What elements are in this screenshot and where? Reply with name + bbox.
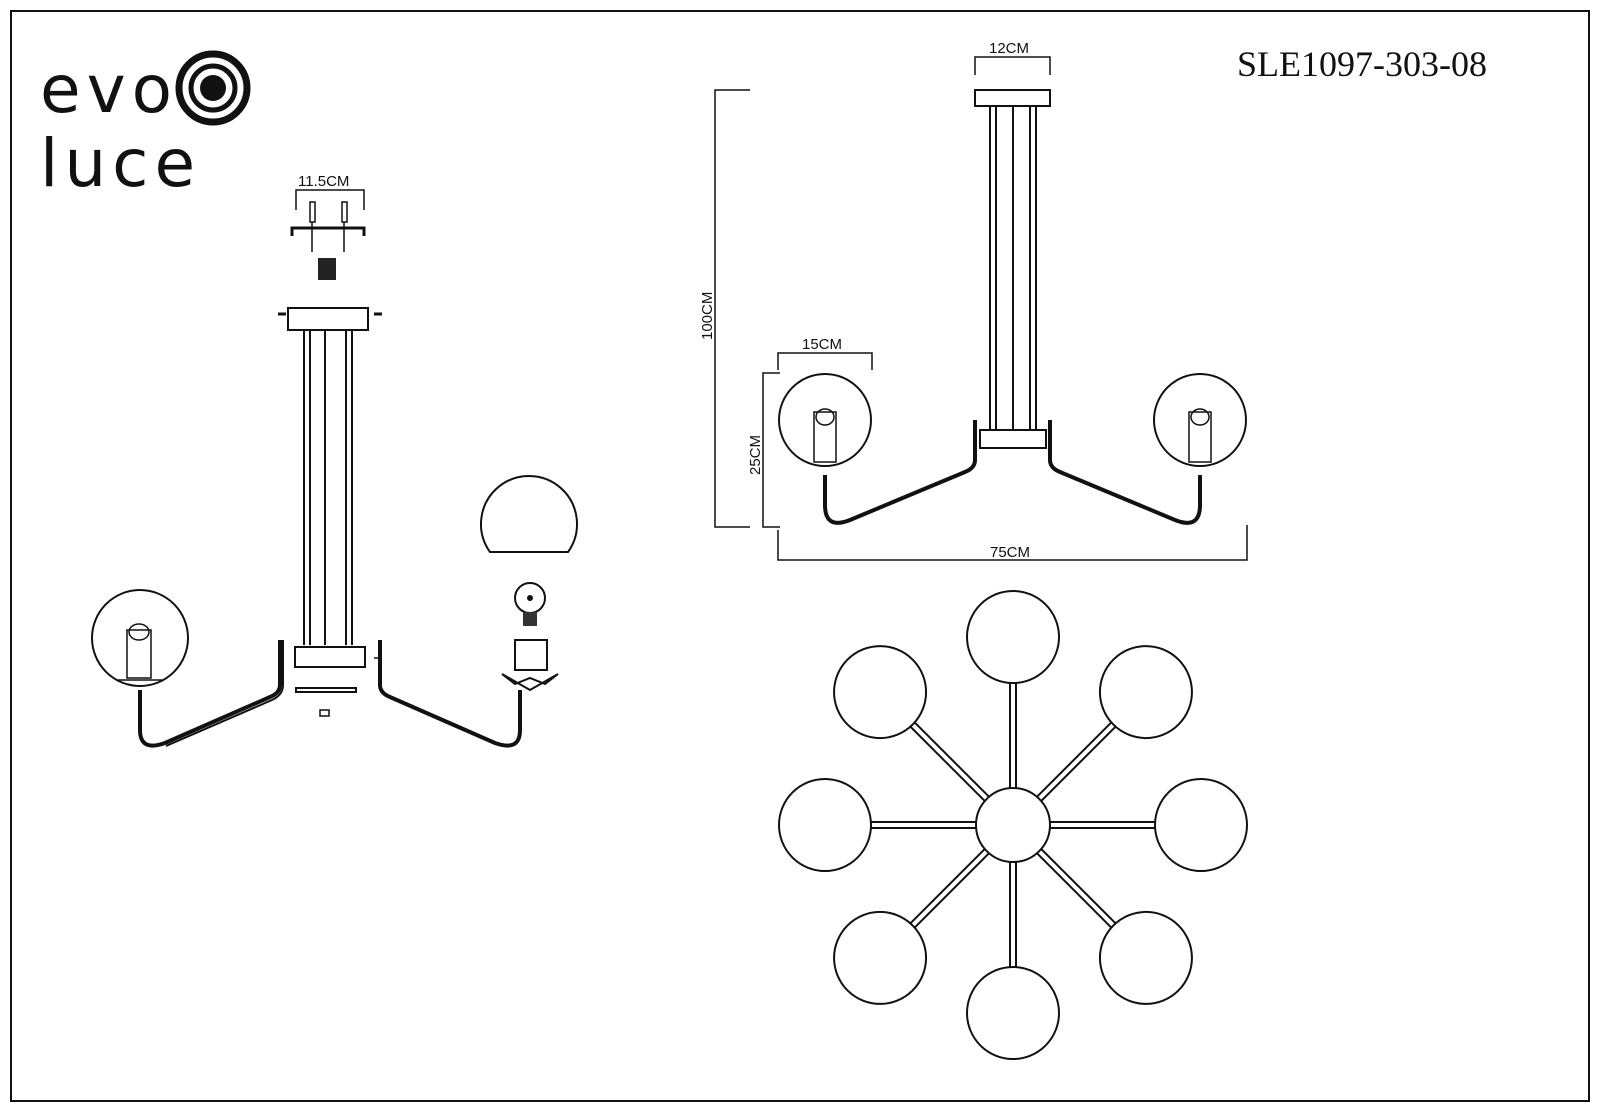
logo-evo: evo xyxy=(40,51,178,128)
glass-globe-right xyxy=(1153,373,1247,467)
dim-shade-width-label: 15CM xyxy=(802,336,842,353)
plan-globe xyxy=(833,910,928,1005)
socket xyxy=(514,639,548,671)
center-body xyxy=(979,429,1047,449)
plan-globe xyxy=(966,966,1060,1060)
plan-arm xyxy=(1040,726,1117,802)
dim-mount-width-label: 11.5CM xyxy=(298,173,349,190)
dim-total-width-label: 75CM xyxy=(990,544,1030,561)
plan-globe xyxy=(1098,910,1193,1005)
canopy xyxy=(974,89,1051,107)
plan-arm xyxy=(1040,848,1117,924)
plan-arm xyxy=(914,852,990,929)
terminal-block-icon xyxy=(318,258,336,280)
front-view: 12CM 100CM 15CM 25CM 75CM xyxy=(699,40,1248,561)
dim-arm-height-label: 25CM xyxy=(747,435,764,475)
page-border xyxy=(10,10,1590,1102)
dim-total-height-label: 100CM xyxy=(699,292,716,340)
logo-luce: luce xyxy=(40,125,201,202)
brand-logo: evo luce xyxy=(40,50,251,202)
center-body xyxy=(294,646,366,668)
exploded-view: 11.5CM xyxy=(91,173,578,748)
canopy xyxy=(287,307,369,331)
plan-globe xyxy=(778,778,872,872)
plan-arm xyxy=(1036,721,1112,798)
glass-globe-left xyxy=(778,373,872,467)
plan-arm xyxy=(909,726,986,802)
logo-target-icon xyxy=(175,50,251,126)
mounting-screws-icon xyxy=(290,201,366,252)
glass-globe xyxy=(91,589,189,687)
plan-arm xyxy=(1036,852,1112,929)
bulb-icon xyxy=(514,582,546,626)
plan-view xyxy=(778,590,1248,1060)
plan-globe xyxy=(1154,778,1248,872)
plan-arm xyxy=(914,721,990,798)
dim-canopy-width-label: 12CM xyxy=(989,40,1029,57)
plan-center-hub xyxy=(975,787,1051,863)
plan-globe xyxy=(1098,645,1193,740)
plan-globe xyxy=(966,590,1060,684)
plan-arm xyxy=(909,848,986,924)
plan-globe xyxy=(833,645,928,740)
glass-globe-detached xyxy=(480,475,578,553)
model-number: SLE1097-303-08 xyxy=(1237,44,1487,84)
